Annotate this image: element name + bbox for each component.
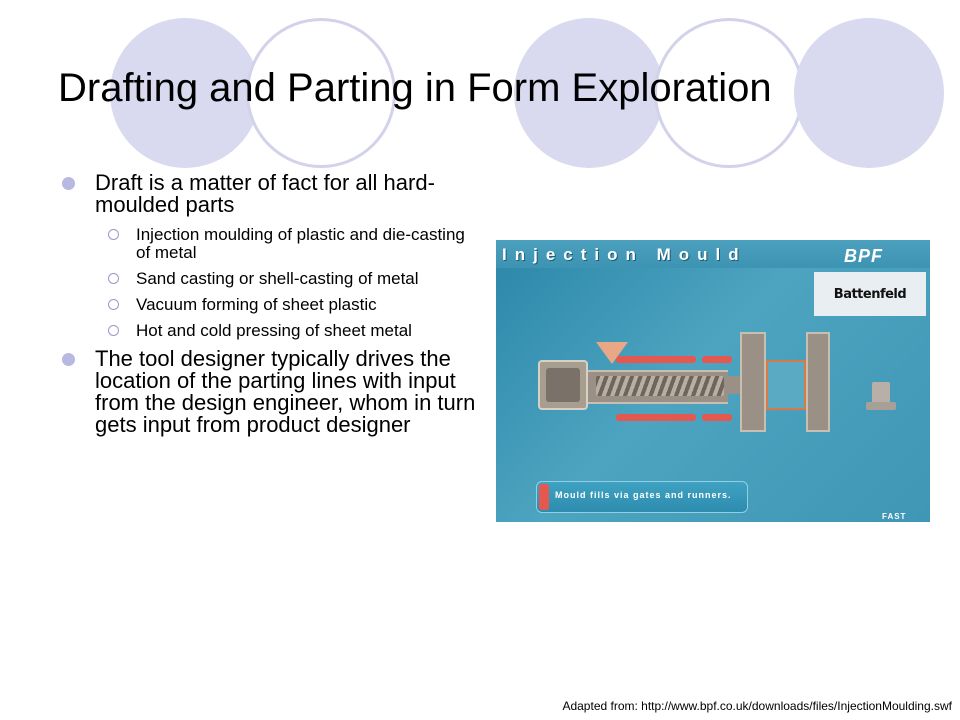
caption-box: Mould fills via gates and runners. [536, 481, 748, 513]
drive-unit-icon [546, 368, 580, 402]
moulded-part-base [866, 402, 896, 410]
decorative-circle-2 [514, 18, 664, 168]
bpf-logo: BPF [844, 246, 883, 266]
decorative-circle-1 [110, 18, 260, 168]
drive-unit [538, 360, 588, 410]
sub-bullet-icon [108, 325, 119, 336]
moulded-part-icon [872, 382, 890, 406]
caption-tab [539, 484, 549, 510]
animation-title: Injection Mould [502, 245, 747, 264]
bullet-icon [62, 177, 75, 190]
slide-title: Drafting and Parting in Form Exploration [58, 66, 772, 110]
bullet-text: Draft is a matter of fact for all hard-m… [95, 170, 435, 217]
bullet-item: The tool designer typically drives the l… [58, 348, 478, 436]
hopper-funnel [596, 342, 628, 364]
sponsor-logo-text: Battenfeld [833, 286, 907, 302]
heater-band [616, 356, 696, 363]
injection-mould-animation[interactable]: Injection Mould BPF Battenfeld Mould fil… [496, 240, 930, 522]
sub-bullet-text: Vacuum forming of sheet plastic [136, 295, 377, 314]
sub-bullet-icon [108, 273, 119, 284]
sub-bullet-item: Injection moulding of plastic and die-ca… [58, 226, 478, 262]
heater-band [702, 414, 732, 421]
bullet-list: Draft is a matter of fact for all hard-m… [58, 172, 478, 446]
sub-bullet-text: Hot and cold pressing of sheet metal [136, 321, 412, 340]
sub-bullet-item: Hot and cold pressing of sheet metal [58, 322, 478, 340]
screw [596, 376, 724, 396]
heater-band [702, 356, 732, 363]
decorative-circle-3 [794, 18, 944, 168]
caption-text: Mould fills via gates and runners. [555, 490, 732, 500]
bullet-item: Draft is a matter of fact for all hard-m… [58, 172, 478, 216]
sub-bullet-item: Vacuum forming of sheet plastic [58, 296, 478, 314]
sub-bullet-text: Sand casting or shell-casting of metal [136, 269, 419, 288]
sponsor-logo: Battenfeld [814, 272, 926, 316]
animation-header [496, 240, 930, 268]
sub-bullet-icon [108, 299, 119, 310]
heater-band [616, 414, 696, 421]
source-citation: Adapted from: http://www.bpf.co.uk/downl… [562, 699, 952, 713]
mould-moving-half [806, 332, 830, 432]
sub-bullet-text: Injection moulding of plastic and die-ca… [136, 225, 465, 262]
fast-label: FAST [882, 512, 907, 521]
mould-cavity [766, 360, 806, 410]
sub-bullet-icon [108, 229, 119, 240]
sub-bullet-item: Sand casting or shell-casting of metal [58, 270, 478, 288]
mould-fixed-half [740, 332, 766, 432]
decorative-ring-1 [246, 18, 396, 168]
bullet-icon [62, 353, 75, 366]
bullet-text: The tool designer typically drives the l… [95, 346, 476, 437]
